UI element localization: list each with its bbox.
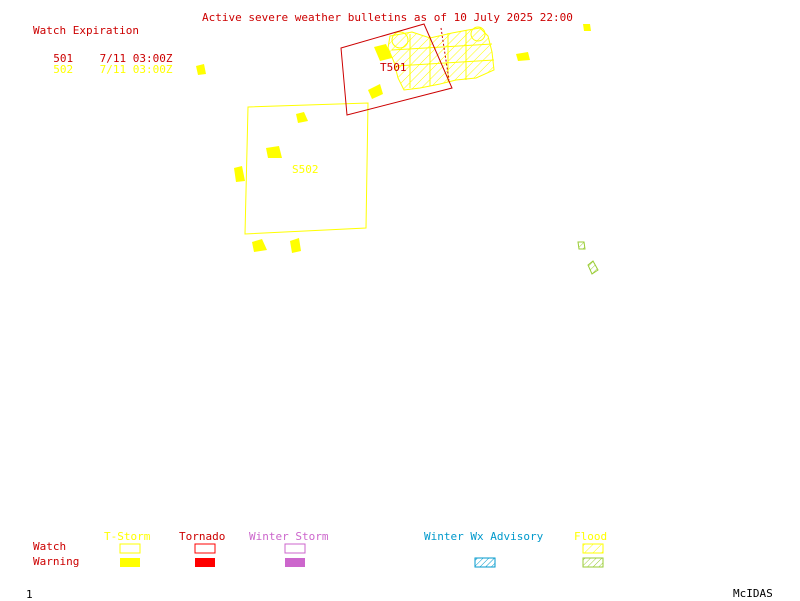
tstorm-watch-box — [244, 102, 369, 235]
software-label: McIDAS — [733, 587, 773, 600]
watch-box-line — [440, 27, 450, 81]
tornado-watch-box — [340, 23, 453, 116]
legend-winter-wx-advisory: Winter Wx Advisory — [424, 530, 544, 543]
legend-tstorm: T-Storm — [104, 530, 151, 543]
bulletin-title: Active severe weather bulletins as of 10… — [202, 11, 573, 24]
page-number: 1 — [26, 588, 33, 601]
watch-expiration-title: Watch Expiration — [33, 24, 139, 37]
watch-time: 7/11 03:00Z — [99, 63, 173, 76]
watch-expiration-row: 501 7/11 03:00Z — [40, 41, 172, 65]
legend-winter-storm: Winter Storm — [249, 530, 329, 543]
tstorm-warnings — [196, 24, 591, 253]
flood-warning-area — [387, 26, 495, 91]
watch-id: 501 — [53, 52, 74, 65]
tstorm-watch-label: S502 — [292, 163, 319, 176]
watch-expiration-row: 502 7/11 03:00Z — [40, 52, 172, 76]
legend-swatches — [119, 543, 604, 568]
watch-time: 7/11 03:00Z — [99, 52, 173, 65]
tornado-watch-label: T501 — [380, 61, 407, 74]
legend-tornado: Tornado — [179, 530, 226, 543]
legend-row-warning: Warning — [33, 555, 80, 568]
legend-flood: Flood — [574, 530, 608, 543]
flood-warnings — [577, 241, 599, 275]
legend-row-watch: Watch — [33, 540, 67, 553]
watch-id: 502 — [53, 63, 74, 76]
